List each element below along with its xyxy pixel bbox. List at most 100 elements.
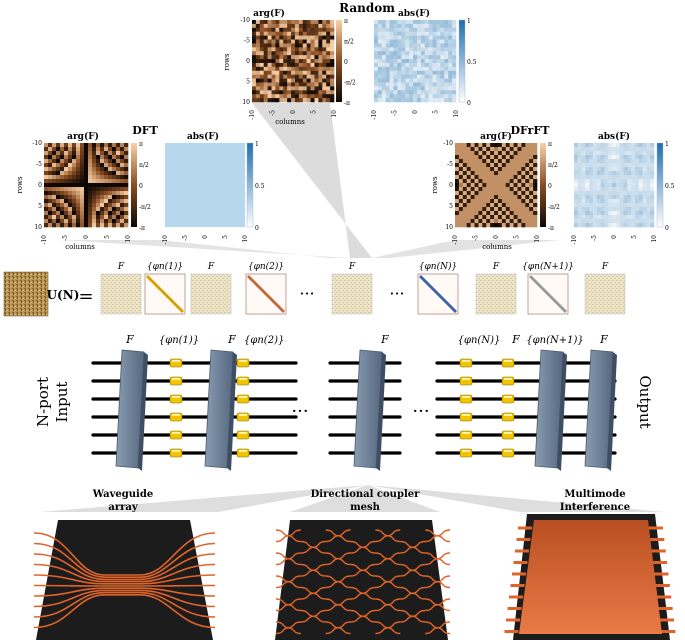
heatmap-cell bbox=[104, 159, 109, 164]
heatmap-cell bbox=[108, 171, 113, 176]
heatmap-cell bbox=[631, 203, 636, 208]
heatmap-cell bbox=[619, 147, 624, 152]
heatmap-cell bbox=[436, 98, 441, 103]
heatmap-cell bbox=[287, 39, 292, 44]
coupler-arm bbox=[325, 627, 351, 635]
heatmap-cell bbox=[444, 23, 449, 29]
fourier-matrix-tile bbox=[475, 273, 517, 315]
heatmap-cell bbox=[291, 82, 296, 87]
heatmap-cell bbox=[252, 70, 257, 75]
heatmap-cell bbox=[283, 35, 288, 40]
colorbar-tick: -π/2 bbox=[344, 80, 356, 87]
heatmap-cell bbox=[326, 20, 331, 25]
heatmap-cell bbox=[322, 82, 327, 87]
heatmap-cell bbox=[525, 223, 530, 228]
heatmap-cell bbox=[271, 82, 276, 87]
heatmap-cell bbox=[267, 31, 272, 36]
heatmap-cell bbox=[497, 151, 503, 156]
heatmap-cell bbox=[306, 35, 311, 40]
heatmap-cell bbox=[108, 159, 113, 164]
abs-colorbar bbox=[246, 142, 254, 228]
heatmap-cell bbox=[589, 183, 594, 188]
heatmap-cell bbox=[100, 179, 105, 184]
heatmap-cell bbox=[44, 143, 49, 148]
heatmap-cell bbox=[577, 179, 582, 184]
heatmap-cell bbox=[455, 191, 460, 196]
heatmap-cell bbox=[596, 167, 601, 172]
heatmap-cell bbox=[330, 78, 335, 83]
heatmap-cell bbox=[627, 171, 632, 176]
heatmap-cell bbox=[424, 90, 429, 95]
heatmap-cell bbox=[405, 90, 410, 95]
heatmap-cell bbox=[494, 159, 499, 164]
heatmap-cell bbox=[116, 163, 121, 168]
heatmap-cell bbox=[612, 195, 617, 200]
heatmap-cell bbox=[56, 207, 61, 212]
heatmap-cell bbox=[577, 219, 582, 224]
heatmap-cell bbox=[416, 70, 422, 75]
output-port bbox=[648, 526, 663, 530]
phase-colorbar bbox=[131, 143, 137, 227]
heatmap-cell bbox=[88, 195, 93, 200]
heatmap-cell bbox=[291, 66, 296, 72]
heatmap-cell bbox=[521, 219, 526, 224]
heatmap-cell bbox=[405, 94, 410, 99]
heatmap-cell bbox=[44, 151, 49, 156]
heatmap-cell bbox=[374, 47, 379, 52]
heatmap-cell bbox=[60, 159, 65, 164]
heatmap-cell bbox=[501, 171, 507, 176]
heatmap-cell bbox=[124, 143, 129, 148]
heatmap-cell bbox=[634, 207, 640, 212]
heatmap-cell bbox=[124, 167, 129, 172]
heatmap-cell bbox=[585, 167, 590, 172]
heatmap-cell bbox=[255, 23, 261, 29]
heatmap-cell bbox=[581, 199, 586, 204]
heatmap-cell bbox=[458, 195, 464, 200]
heatmap-cell bbox=[608, 199, 613, 204]
heatmap-cell bbox=[482, 203, 487, 208]
heatmap-cell bbox=[377, 51, 383, 56]
heatmap-cell bbox=[88, 183, 93, 188]
heatmap-cell bbox=[436, 31, 441, 36]
heatmap-cell bbox=[374, 78, 379, 83]
heatmap-cell bbox=[100, 215, 105, 220]
heatmap-cell bbox=[72, 223, 77, 228]
heatmap-cell bbox=[393, 55, 398, 60]
heatmap-cell bbox=[482, 191, 487, 196]
heatmap-cell bbox=[314, 20, 319, 25]
heatmap-cell bbox=[104, 175, 109, 180]
heatmap-cell bbox=[377, 82, 383, 87]
heatmap-cell bbox=[405, 23, 410, 29]
heatmap-cell bbox=[104, 195, 109, 200]
heatmap-cell bbox=[638, 171, 643, 176]
heatmap-cell bbox=[255, 86, 261, 91]
heatmap-cell bbox=[513, 175, 518, 180]
heatmap-cell bbox=[448, 43, 453, 48]
heatmap-cell bbox=[501, 191, 507, 196]
heatmap-cell bbox=[505, 143, 510, 148]
heatmap-cell bbox=[444, 20, 449, 25]
heatmap-cell bbox=[604, 203, 609, 208]
heatmap-cell bbox=[56, 147, 61, 152]
heatmap-cell bbox=[259, 66, 265, 72]
heatmap-cell bbox=[397, 62, 402, 68]
heatmap-cell bbox=[298, 90, 304, 95]
heatmap-cell bbox=[585, 191, 590, 196]
heatmap-cell bbox=[416, 66, 422, 72]
heatmap-cell bbox=[267, 66, 272, 72]
heatmap-cell bbox=[494, 219, 499, 224]
heatmap-cell bbox=[462, 187, 468, 192]
heatmap-cell bbox=[377, 98, 383, 103]
heatmap-cell bbox=[509, 175, 514, 180]
heatmap-cell bbox=[638, 203, 643, 208]
heatmap-cell bbox=[401, 78, 406, 83]
heatmap-cell bbox=[92, 203, 97, 208]
heatmap-cell bbox=[581, 215, 586, 220]
heatmap-cell bbox=[275, 86, 280, 91]
heatmap-cell bbox=[436, 90, 441, 95]
heatmap-cell bbox=[377, 59, 383, 64]
heatmap-cell bbox=[509, 191, 514, 196]
heatmap-cell bbox=[638, 167, 643, 172]
heatmap-cell bbox=[310, 47, 315, 52]
heatmap-cell bbox=[413, 20, 418, 25]
